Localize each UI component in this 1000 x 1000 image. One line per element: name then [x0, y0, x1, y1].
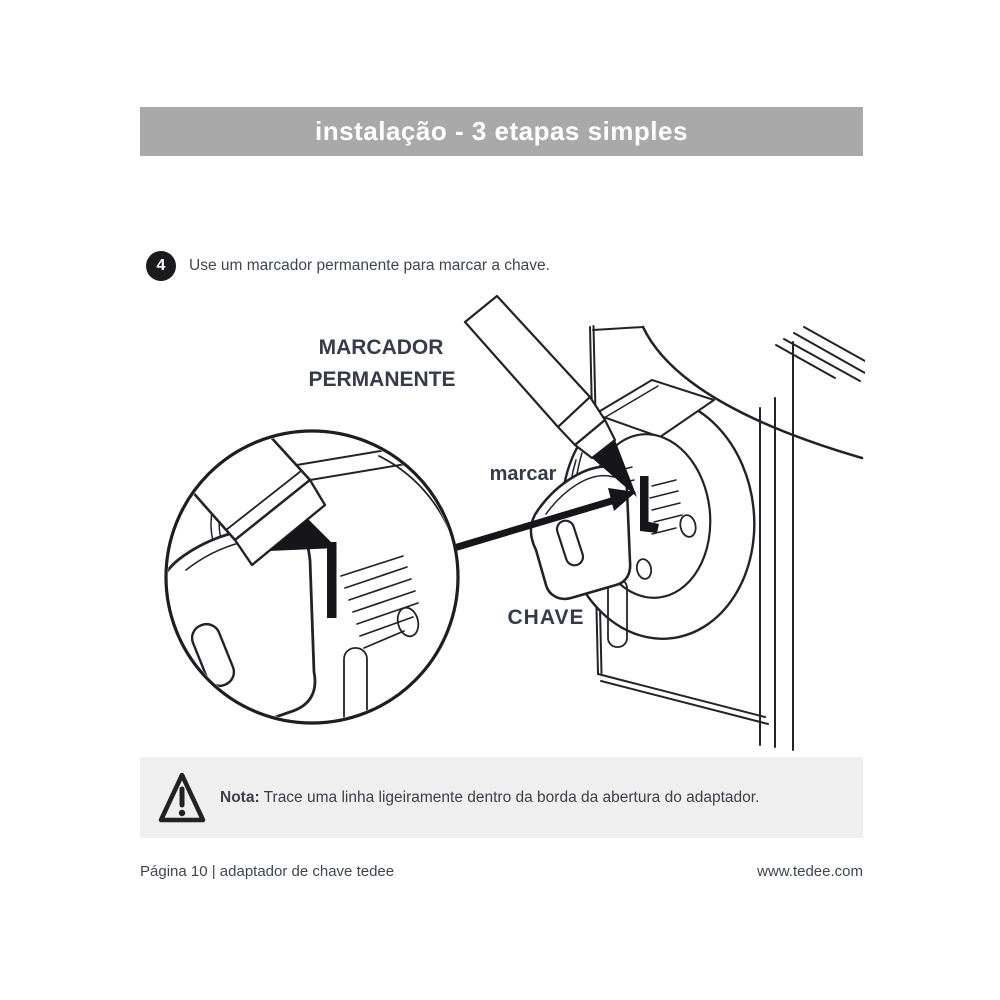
note-text: Trace uma linha ligeiramente dentro da b…	[259, 788, 760, 806]
footer-website: www.tedee.com	[757, 863, 863, 880]
magnified-keyring-hole	[190, 622, 236, 688]
section-banner: instalação - 3 etapas simples	[140, 107, 863, 156]
magnified-key	[168, 526, 317, 721]
step-row: 4 Use um marcador permanente para marcar…	[146, 251, 550, 281]
note-text-line: Nota: Trace uma linha ligeiramente dentr…	[220, 789, 759, 807]
note-box: Nota: Trace uma linha ligeiramente dentr…	[140, 757, 863, 838]
marker-tip	[592, 440, 637, 497]
footer-page-info: Página 10 | adaptador de chave tedee	[140, 863, 395, 880]
mark-line	[640, 476, 659, 533]
magnified-mark-line	[327, 542, 337, 618]
mark-label: marcar	[490, 463, 557, 485]
step-number: 4	[156, 257, 166, 274]
door-icon	[589, 325, 865, 751]
step-instruction: Use um marcador permanente para marcar a…	[189, 257, 550, 274]
magnified-key-teeth	[340, 555, 419, 649]
page-footer: Página 10 | adaptador de chave tedee www…	[140, 863, 863, 880]
installation-diagram: MARCADOR PERMANENTE marcar CHAVE	[140, 290, 865, 760]
mark-arrow-icon	[453, 488, 636, 552]
diagram-canvas: MARCADOR PERMANENTE marcar CHAVE	[164, 294, 865, 751]
keyring-hole	[555, 519, 585, 567]
note-label: Nota:	[220, 788, 260, 806]
permanent-marker-icon	[463, 294, 637, 497]
marker-label-line2: PERMANENTE	[308, 368, 455, 391]
section-title: instalação - 3 etapas simples	[315, 116, 688, 146]
warning-triangle-icon	[158, 772, 206, 822]
key-icon	[529, 465, 632, 601]
step-number-badge: 4	[146, 251, 176, 281]
marker-label-line1: MARCADOR	[319, 336, 444, 359]
key-label: CHAVE	[508, 606, 585, 629]
